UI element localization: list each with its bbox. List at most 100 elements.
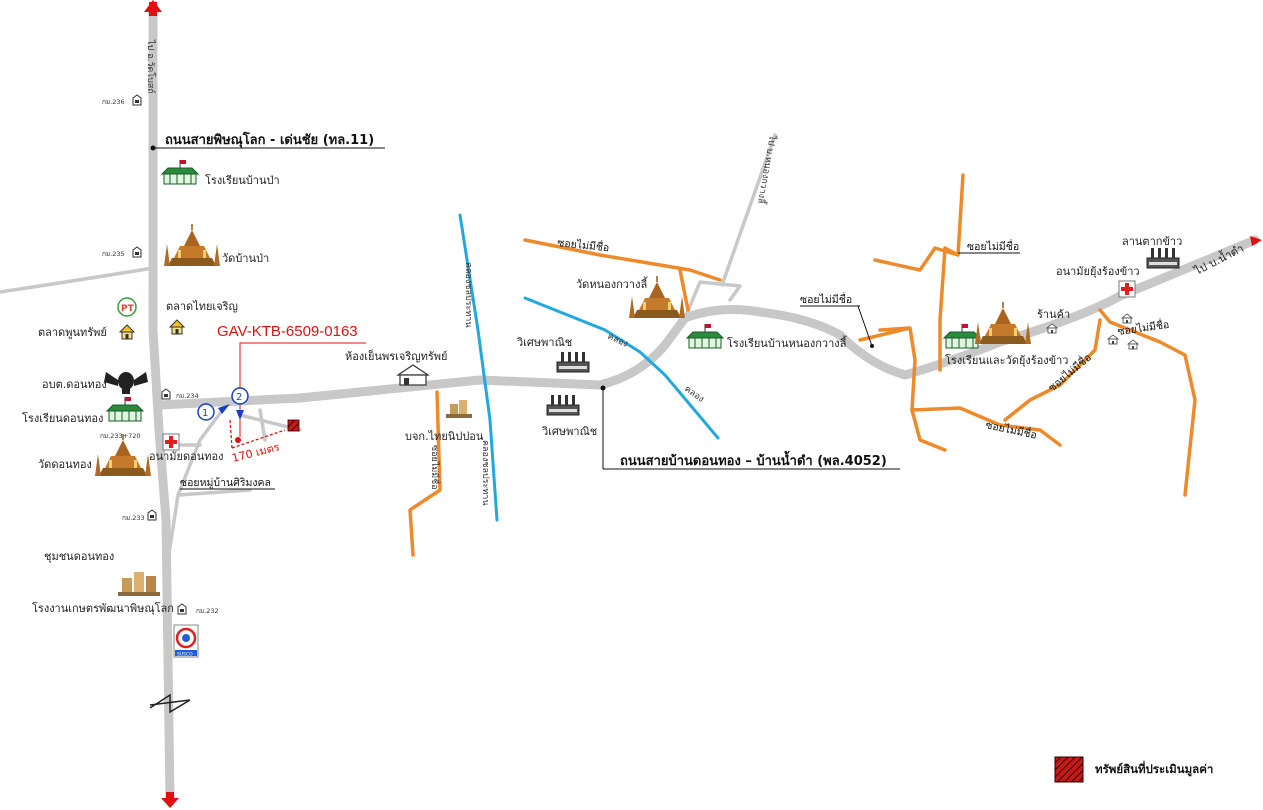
cold-room-icon bbox=[396, 364, 430, 386]
house-icon bbox=[119, 324, 135, 340]
km-marker-233: กม.233 bbox=[122, 509, 157, 522]
east-canal bbox=[523, 296, 720, 440]
cold-room-label: ห้องเย็นพรเจริญทรัพย์ bbox=[345, 349, 447, 363]
highway-11-road bbox=[148, 7, 175, 805]
soi-label-1: ซอยไม่มีชื่อ bbox=[557, 235, 610, 254]
km-marker-235: กม.235 bbox=[102, 246, 142, 258]
factory-agri-label: โรงงานเกษตรพัฒนาพิษณุโลก bbox=[32, 601, 174, 615]
legend: ทรัพย์สินที่ประเมินมูลค่า bbox=[1054, 756, 1213, 783]
factory-icon bbox=[556, 351, 590, 373]
health-center-icon bbox=[1118, 280, 1136, 298]
east-arrow-icon bbox=[1250, 236, 1262, 246]
house-icon bbox=[1127, 339, 1139, 350]
to-north-label: ไป อ.วัดโบสถ์ bbox=[145, 39, 157, 94]
community-buildings-icon bbox=[118, 572, 160, 596]
soi-6 bbox=[1003, 318, 1102, 422]
km-marker-label: กม.232 bbox=[196, 607, 219, 615]
garuda-emblem-icon bbox=[104, 372, 148, 394]
subject-code-label: GAV-KTB-6509-0163 bbox=[217, 323, 358, 340]
subject-property-marker bbox=[287, 419, 300, 432]
shop-label: ร้านค้า bbox=[1037, 308, 1070, 321]
house-icon bbox=[1107, 334, 1119, 345]
factory-icon bbox=[546, 394, 580, 416]
km-marker-234: กม.234 bbox=[161, 388, 199, 400]
km-post-icon bbox=[132, 94, 142, 106]
temple-icon bbox=[163, 223, 221, 267]
highway-11-label: ถนนสายพิษณุโลก - เด่นชัย (ทล.11) bbox=[165, 131, 374, 148]
road-4052-pointer bbox=[600, 385, 606, 391]
temple-dontong-label: วัดดอนทอง bbox=[38, 458, 92, 471]
temple-icon bbox=[974, 301, 1032, 345]
health-center-icon bbox=[162, 433, 180, 451]
km-marker-232: กม.232 bbox=[177, 603, 219, 615]
road-network bbox=[0, 7, 1260, 805]
road-4052-label: ถนนสายบ้านดอนทอง – บ้านน้ำดำ (พล.4052) bbox=[620, 450, 887, 469]
svg-text:SUSCO: SUSCO bbox=[177, 652, 193, 658]
school-banpa-label: โรงเรียนบ้านป่า bbox=[205, 173, 280, 187]
soi-label-4-leader bbox=[857, 305, 873, 347]
km-post-icon bbox=[177, 603, 187, 615]
legend-swatch bbox=[1054, 756, 1084, 783]
school-icon bbox=[943, 323, 981, 349]
km-post-icon bbox=[147, 509, 157, 521]
soi-srimongkol-label: ซอยหมู่บ้านศิริมงคล bbox=[180, 477, 271, 489]
svg-text:PT: PT bbox=[121, 304, 135, 314]
soi-srimongkol-road bbox=[166, 398, 252, 562]
soi-4 bbox=[910, 406, 1062, 447]
subject-code-leader bbox=[239, 342, 366, 437]
temple-nongkwang-label: วัดหนองกวางลี้ bbox=[576, 276, 648, 291]
soi-label-3: ซอยไม่มีชื่อ bbox=[967, 239, 1019, 253]
canal-east-label: คลอง bbox=[606, 332, 630, 350]
soi-5 bbox=[1098, 308, 1197, 497]
health-yungrong-label: อนามัยยุ้งร้องข้าว bbox=[1056, 265, 1140, 278]
km-marker-label: กม.233 bbox=[122, 514, 145, 522]
soi-1 bbox=[523, 238, 722, 282]
temple-banpa-label: วัดบ้านป่า bbox=[222, 252, 269, 265]
distance-label: 170 เมตร bbox=[231, 441, 281, 465]
south-arrow-icon bbox=[161, 792, 179, 808]
highway-11-pointer bbox=[150, 145, 156, 151]
road-break-symbol bbox=[149, 693, 191, 714]
rice-yard-label: ลานตากข้าว bbox=[1122, 235, 1182, 248]
canal-south-label: คลองชลประทาน bbox=[480, 440, 490, 505]
km-marker-label: กม.236 bbox=[102, 98, 125, 106]
school-icon bbox=[686, 323, 724, 349]
school-icon bbox=[161, 159, 199, 185]
km-post-icon bbox=[161, 388, 171, 400]
house-icon bbox=[169, 319, 185, 335]
school-nongkwang-label: โรงเรียนบ้านหนองกวางลี้ bbox=[727, 335, 848, 350]
km-post-icon bbox=[132, 246, 142, 258]
unnamed-soi-roads bbox=[408, 173, 1197, 557]
viewpoint-marker-1: 1 bbox=[197, 403, 230, 421]
svg-text:1: 1 bbox=[202, 408, 208, 419]
viewpoint-marker-2: 2 bbox=[231, 387, 249, 420]
soi-3 bbox=[858, 326, 947, 452]
visetpanich-2-label: วิเศษพาณิช bbox=[541, 425, 597, 438]
canals bbox=[458, 213, 720, 522]
km-marker-label: กม.235 bbox=[102, 250, 125, 258]
pt-logo: PT bbox=[117, 297, 137, 317]
soi-south-west bbox=[408, 390, 442, 557]
school-dontong-label: โรงเรียนดอนทอง bbox=[22, 411, 103, 425]
sao-dontong-label: อบต.ดอนทอง bbox=[42, 378, 107, 391]
company-thaiunipon-label: บจก.ไทยนิปปอน bbox=[405, 430, 484, 443]
susco-logo: SUSCO bbox=[173, 624, 199, 658]
legend-label: ทรัพย์สินที่ประเมินมูลค่า bbox=[1095, 760, 1213, 777]
canal-main-label: คลองชลประทาน bbox=[463, 262, 473, 327]
soi-label-4-pointer bbox=[870, 344, 874, 348]
start-point-marker bbox=[235, 437, 241, 443]
school-temple-yungrong-label: โรงเรียนและวัดยุ้งร้องข้าว bbox=[945, 353, 1068, 367]
soi-2 bbox=[873, 173, 965, 372]
soi-label-7: ซอยไม่มีชื่อ bbox=[984, 417, 1038, 442]
irrigation-canal bbox=[458, 213, 499, 522]
soi-1b bbox=[678, 268, 690, 312]
community-dontong-label: ชุมชนดอนทอง bbox=[44, 550, 114, 563]
health-dontong-label: อนามัยดอนทอง bbox=[149, 450, 224, 463]
km-marker-236: กม.236 bbox=[102, 94, 142, 106]
svg-text:2: 2 bbox=[236, 392, 242, 403]
km-marker-233-720-label: กม.233+720 bbox=[100, 432, 141, 440]
soi-label-4: ซอยไม่มีชื่อ bbox=[800, 292, 852, 306]
distance-path bbox=[229, 419, 286, 449]
to-ne-label: ไป บ.หนองกวางลี้ bbox=[755, 133, 780, 205]
km-marker-label: กม.234 bbox=[176, 392, 199, 400]
